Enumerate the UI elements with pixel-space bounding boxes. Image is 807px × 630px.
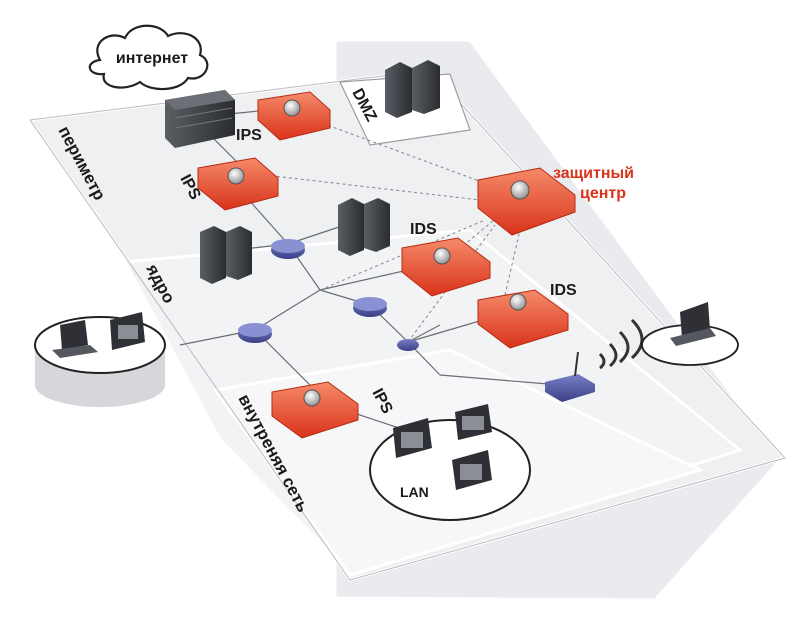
firewall-icon — [165, 90, 235, 148]
ids-1-label: IDS — [410, 221, 437, 238]
ips-top-label: IPS — [236, 127, 262, 144]
switch-icon-2 — [353, 297, 387, 317]
switch-icon-3 — [238, 323, 272, 343]
laptop-icon — [52, 320, 98, 358]
internet-cloud: интернет — [88, 24, 209, 91]
workstation-icon — [452, 450, 492, 490]
access-point-icon — [545, 318, 644, 402]
ids-sensor-2 — [477, 289, 569, 349]
remote-office — [34, 312, 166, 407]
core-server-icon-2 — [338, 198, 390, 256]
lan-group: LAN — [369, 404, 531, 521]
workstation-icon — [393, 418, 432, 458]
sensor-icon — [303, 389, 321, 407]
center-label-line1: защитный — [553, 165, 634, 182]
internet-label: интернет — [116, 50, 188, 67]
dmz-server-icon — [385, 60, 440, 118]
core-server-icon-1 — [200, 226, 252, 284]
cloud-icon — [88, 24, 209, 91]
ips-sensor-top — [257, 91, 331, 141]
workstation-icon — [455, 404, 492, 440]
ids-2-label: IDS — [550, 282, 577, 299]
mobile-user — [641, 302, 739, 366]
lan-label: LAN — [400, 484, 429, 500]
workstation-icon — [110, 312, 145, 350]
sensor-icon — [433, 247, 451, 265]
sensor-icon — [283, 99, 301, 117]
laptop-icon — [670, 302, 716, 346]
switch-icon-4 — [397, 339, 419, 351]
ips-sensor-left — [197, 157, 279, 211]
zone-layers — [27, 38, 788, 602]
security-center-sensor — [477, 167, 576, 236]
sensor-icon — [227, 167, 245, 185]
sensor-icon — [510, 180, 530, 200]
sensor-icon — [509, 293, 527, 311]
center-label-line2: центр — [580, 185, 626, 202]
switch-icon-1 — [271, 239, 305, 259]
ips-sensor-bottom — [271, 381, 359, 439]
ids-sensor-1 — [401, 237, 491, 297]
